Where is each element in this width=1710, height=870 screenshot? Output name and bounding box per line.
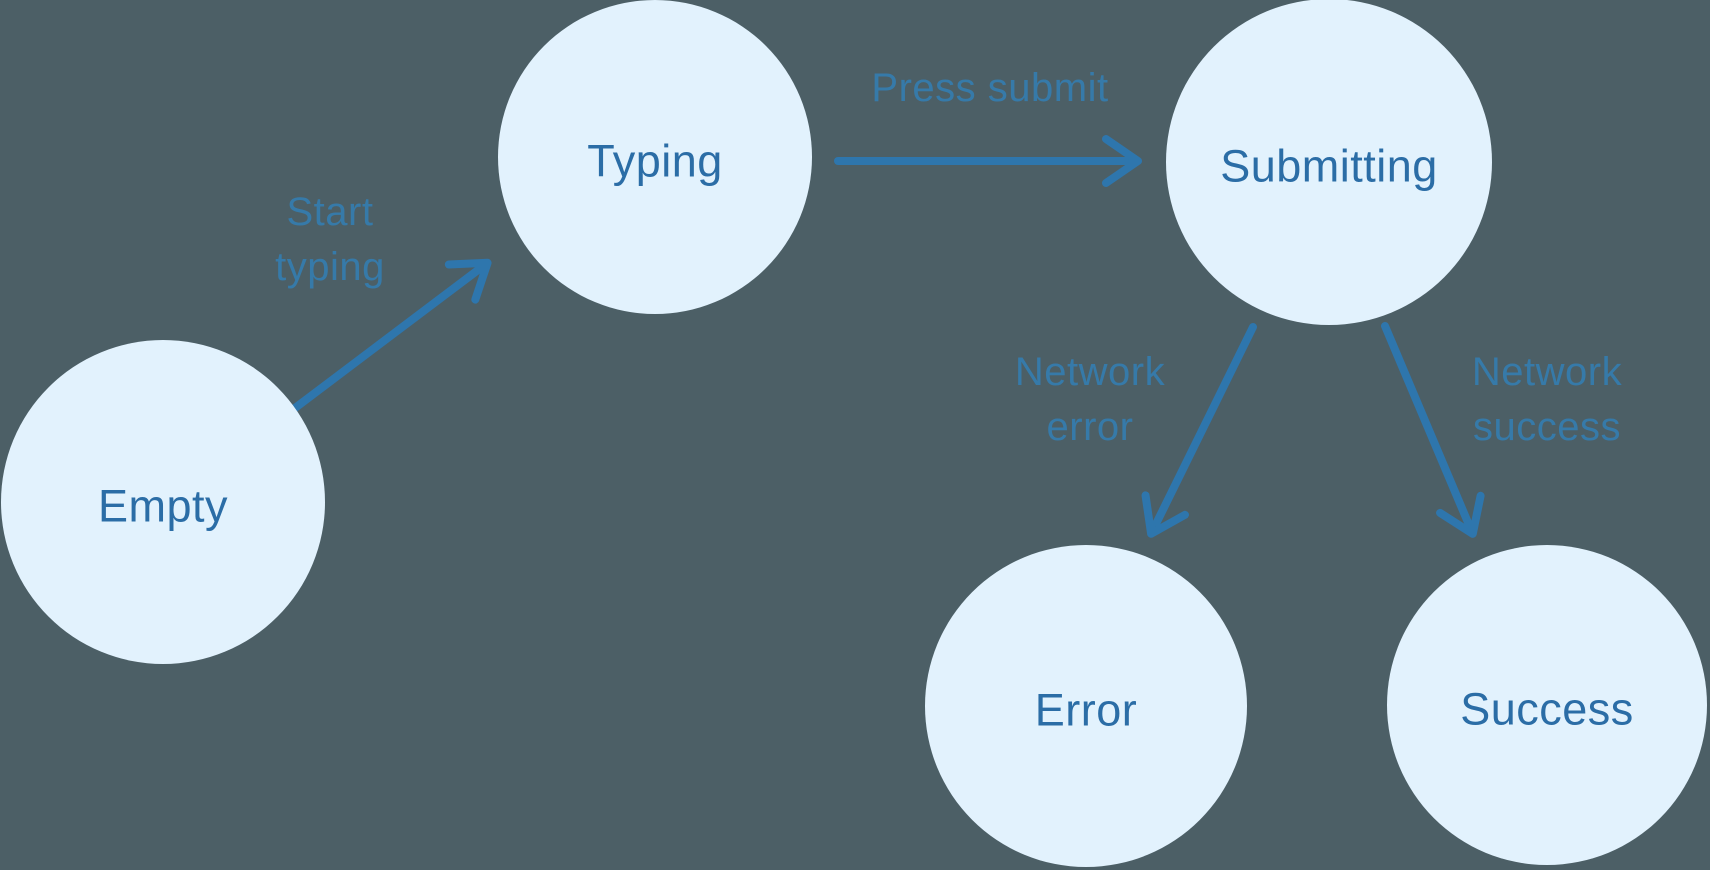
state-node-error: [925, 545, 1247, 867]
state-node-label-success: Success: [1460, 684, 1634, 735]
transition-arrow-start-typing: [291, 258, 492, 412]
transition-label-network-success-line-1: Network: [1472, 350, 1623, 394]
transition-label-start-typing-line-1: Start: [287, 190, 374, 234]
state-node-label-empty: Empty: [98, 481, 228, 532]
state-node-success: [1387, 545, 1707, 865]
transition-arrow-network-success: [1381, 322, 1485, 538]
state-node-label-submitting: Submitting: [1220, 141, 1438, 192]
transition-arrow-network-error: [1141, 323, 1257, 538]
state-node-empty: [1, 340, 325, 664]
state-node-submitting: [1166, 0, 1492, 325]
state-node-typing: [498, 0, 812, 314]
state-node-label-typing: Typing: [587, 136, 723, 187]
edges-layer: [291, 135, 1485, 538]
transition-label-network-success-line-2: success: [1473, 405, 1621, 449]
transition-label-press-submit-line-1: Press submit: [871, 66, 1108, 110]
state-node-label-error: Error: [1035, 685, 1138, 736]
transition-label-start-typing-line-2: typing: [275, 245, 385, 289]
transition-label-network-error-line-1: Network: [1015, 350, 1166, 394]
transition-label-network-error-line-2: error: [1047, 405, 1134, 449]
